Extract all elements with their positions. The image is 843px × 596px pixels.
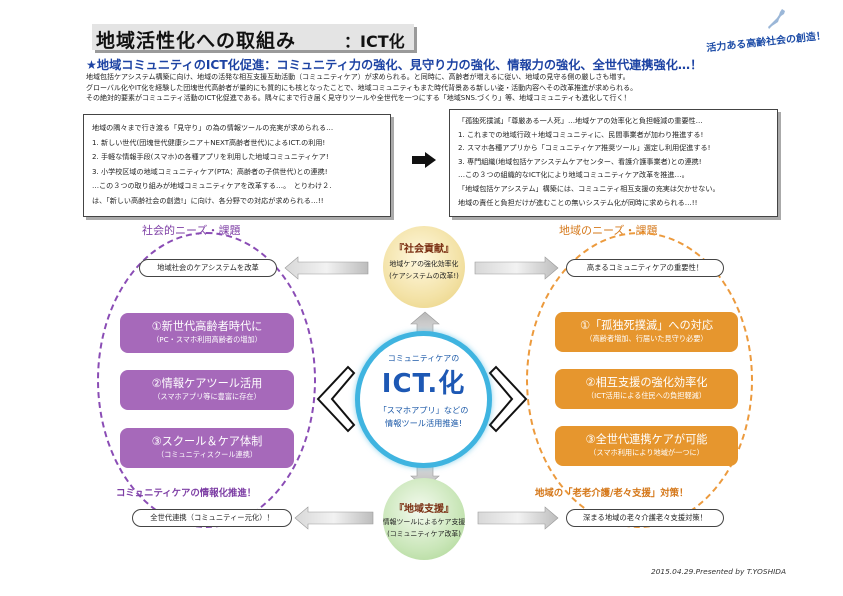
need-box-right-2: ②相互支援の強化効率化 （ICT活用による住民への負担軽減） — [555, 369, 738, 409]
need-box-left-1: ①新世代高齢者時代に （PC・スマホ利用高齢者の増加） — [120, 313, 294, 353]
info-line: …この３つの組織的なICT化により地域コミュニティケア改革を推進…。 — [458, 170, 689, 180]
need-title: ②情報ケアツール活用 — [151, 377, 263, 390]
credit-text: 2015.04.29.Presented by T.YOSHIDA — [651, 567, 787, 576]
need-subtitle: （高齢者増加、行届いた見守り必要） — [585, 334, 708, 343]
circle-line: (コミュニティケア改革) — [387, 530, 461, 538]
arrow-bottom-left — [294, 506, 374, 530]
pill-care-system-reform: 地域社会のケアシステムを改革 — [139, 259, 277, 277]
info-line: …この３つの取り組みが地域コミュニティケアを改革する…。 とりわけ２. — [92, 181, 332, 190]
info-line: 3. 小学校区域の地域コミュニティケア(PTA：高齢者の子供世代)との連携! — [92, 166, 328, 176]
footer-left-caption: コミュニティケアの情報化推進！ — [116, 488, 257, 499]
need-title: ①新世代高齢者時代に — [151, 320, 263, 333]
center-top-text: コミュニティケアの — [387, 354, 460, 363]
pill-elderly-support: 深まる地域の老々介護老々支援対策！ — [566, 509, 724, 527]
center-sub-text: 「スマホアプリ」などの — [378, 405, 469, 415]
need-box-left-3: ③スクール＆ケア体制 （コミュニティスクール連携） — [120, 428, 294, 468]
info-box-left: 地域の隅々まで行き渡る「見守り」の為の情報ツールの充実が求められる… 1. 新し… — [83, 114, 391, 217]
pill-community-care-importance: 高まるコミュニティケアの重要性！ — [566, 259, 724, 277]
need-title: ①「孤独死撲滅」への対応 — [579, 319, 714, 332]
intro-line: その絶対的要素がコミュニティ活動のICT化促進である。隅々にまで行き届く見守りツ… — [86, 94, 631, 103]
circle-line: (ケアシステムの改革!) — [389, 272, 459, 280]
title-bar — [92, 24, 414, 50]
need-box-right-1: ①「孤独死撲滅」への対応 （高齢者増加、行届いた見守り必要） — [555, 312, 738, 352]
need-subtitle: （ICT活用による住民への負担軽減） — [586, 391, 707, 400]
circle-line: 地域ケアの強化効率化 — [389, 260, 459, 268]
local-needs-oval — [526, 232, 753, 528]
info-line: 1. 新しい世代(団塊世代健康シニア＋NEXT高齢者世代)によるICT.の利用! — [92, 137, 326, 147]
social-needs-oval — [97, 232, 316, 528]
need-subtitle: （PC・スマホ利用高齢者の増加） — [152, 335, 262, 344]
page-subtitle: ：ICT化 — [344, 32, 405, 51]
need-title: ③全世代連携ケアが可能 — [585, 433, 708, 446]
need-subtitle: （コミュニティスクール連携） — [156, 450, 258, 459]
info-line: 「孤独死撲滅」「尊厳ある一人死」…地域ケアの効率化と負担軽減の重要性… — [458, 116, 703, 125]
info-line: 地域の隅々まで行き渡る「見守り」の為の情報ツールの充実が求められる… — [92, 123, 334, 132]
info-box-right: 「孤独死撲滅」「尊厳ある一人死」…地域ケアの効率化と負担軽減の重要性… 1. こ… — [449, 109, 778, 217]
info-line: 1. これまでの地域行政＋地域コミュニティに、民間事業者が加わり推進する! — [458, 129, 704, 139]
need-subtitle: （スマホアプリ等に豊富に存在） — [153, 392, 261, 401]
need-box-right-3: ③全世代連携ケアが可能 （スマホ利用により地域が一つに） — [555, 426, 738, 466]
info-line: 2. 手軽な情報手段(スマホ)の各種アプリを利用した地域コミュニティケア! — [92, 152, 329, 161]
ict-center-circle: コミュニティケアの ICT.化 「スマホアプリ」などの 情報ツール活用推進! — [355, 331, 492, 468]
info-line: 「地域包括ケアシステム」構築には、コミュニティ相互支援の充実は欠かせない。 — [458, 183, 720, 193]
arrow-top-left — [284, 256, 369, 280]
info-line: 2. スマホ各種アプリから「コミュニティケア推奨ツール」選定し利用促進する! — [458, 143, 711, 153]
japan-map-icon — [768, 9, 785, 29]
need-box-left-2: ②情報ケアツール活用 （スマホアプリ等に豊富に存在） — [120, 370, 294, 410]
chevron-left — [316, 365, 356, 433]
headline: ★地域コミュニティのICT化促進：コミュニティ力の強化、見守り力の強化、情報力の… — [86, 58, 703, 72]
info-line: 地域の責任と負担だけが進むことの無いシステム化が同時に求められる…!! — [458, 197, 698, 207]
footer-right-caption: 地域の「老老介護/老々支援」対策！ — [535, 488, 689, 499]
circle-line: 情報ツールによるケア支援 — [382, 518, 466, 526]
info-line: は、「新しい高齢社会の創造!」に向け、各分野での対応が求められる…!! — [92, 195, 324, 205]
center-main-text: ICT.化 — [381, 369, 466, 399]
intro-line: 地域包括ケアシステム構築に向け、地域の活発な相互支援互助活動（コミュニティケア）… — [86, 73, 630, 81]
center-sub-text: 情報ツール活用推進! — [385, 418, 462, 428]
need-title: ②相互支援の強化効率化 — [585, 376, 708, 389]
circle-title: 『社会貢献』 — [394, 244, 454, 255]
info-line: 3. 専門組織(地域包括ケアシステムケアセンター、看護介護事業者)との連携! — [458, 156, 702, 166]
intro-text: 地域包括ケアシステム構築に向け、地域の活発な相互支援互助活動（コミュニティケア）… — [86, 72, 786, 104]
regional-support-circle: 『地域支援』 情報ツールによるケア支援 (コミュニティケア改革) — [383, 478, 465, 560]
arrow-bottom-right — [477, 506, 559, 530]
chevron-right — [488, 365, 528, 433]
circle-title: 『地域支援』 — [394, 504, 454, 515]
arrow-top-right — [474, 256, 559, 280]
social-contribution-circle: 『社会貢献』 地域ケアの強化効率化 (ケアシステムの改革!) — [383, 226, 465, 308]
right-arrow-icon — [412, 152, 436, 168]
need-title: ③スクール＆ケア体制 — [151, 435, 263, 448]
intro-line: グローバル化やIT化を経験した団塊世代高齢者が量的にも質的にも核となったことで、… — [86, 83, 638, 92]
pill-all-generation: 全世代連携（コミュニティー元化）！ — [132, 509, 292, 527]
page-title: 地域活性化への取組み — [96, 30, 297, 52]
need-subtitle: （スマホ利用により地域が一つに） — [589, 448, 704, 457]
